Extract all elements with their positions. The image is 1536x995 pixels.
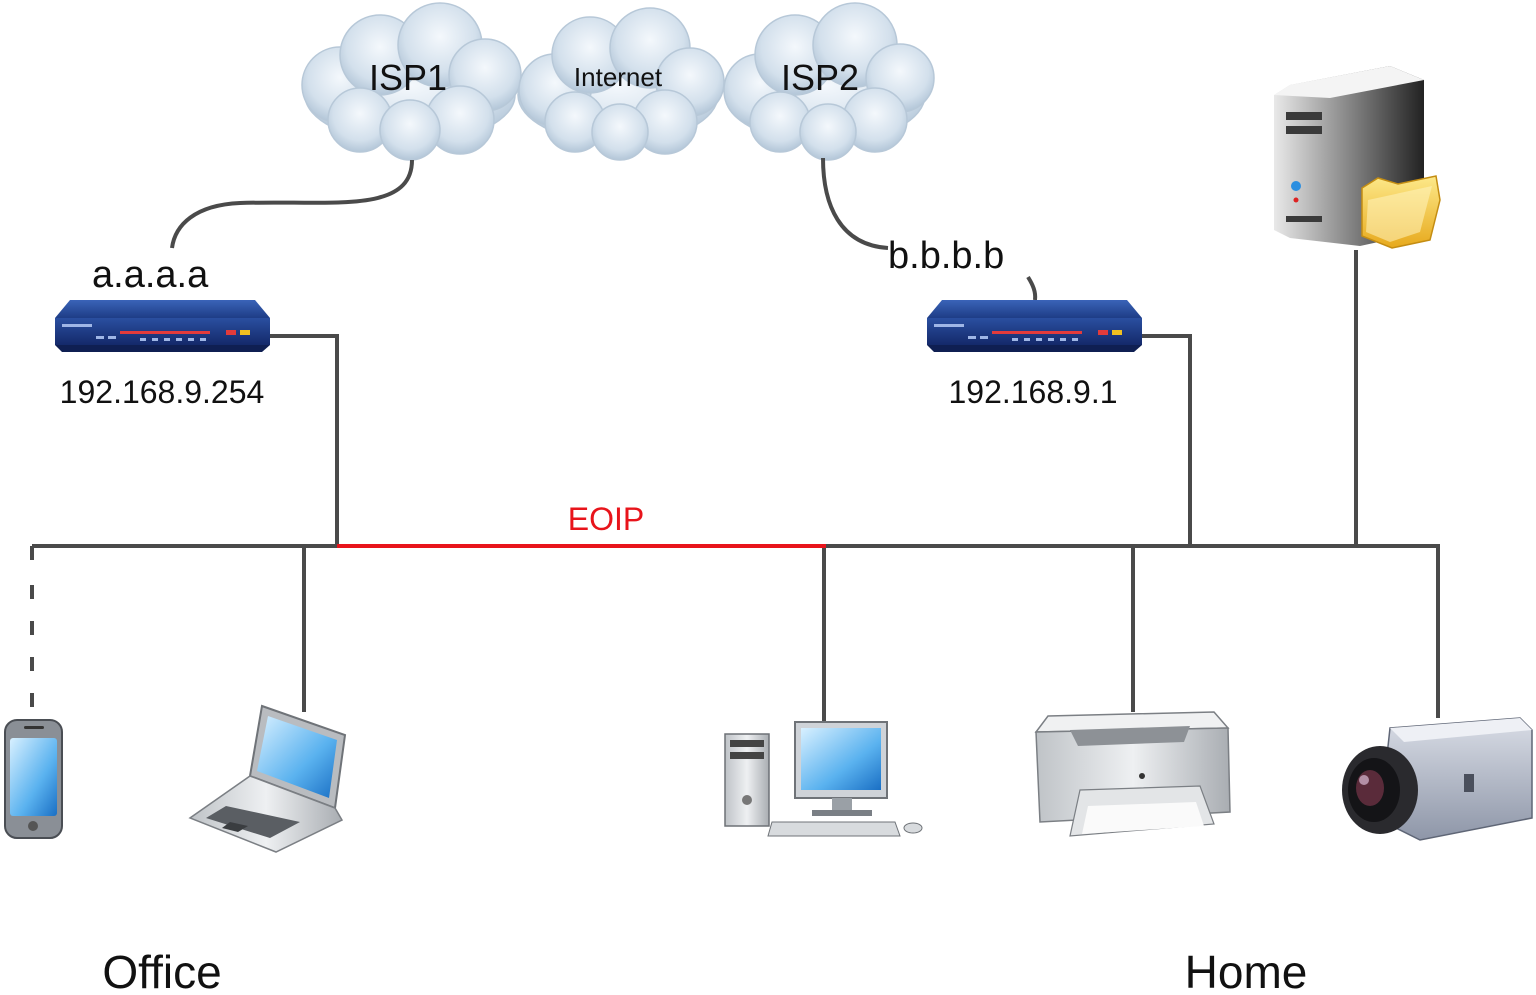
isp2-wan-link <box>821 157 889 250</box>
isp1-label: ISP1 <box>369 57 447 98</box>
office-lan-ip: 192.168.9.254 <box>60 374 265 410</box>
isp1-wan-link <box>170 159 414 249</box>
desktop-computer-icon <box>724 721 923 837</box>
home-lan-ip: 192.168.9.1 <box>948 374 1117 410</box>
home-router-icon <box>927 300 1142 352</box>
isp1-cloud: ISP1 <box>301 2 522 161</box>
smartphone-icon <box>4 719 63 839</box>
printer-icon <box>1034 711 1231 837</box>
isp2-label: ISP2 <box>781 57 859 98</box>
office-wan-ip: a.a.a.a <box>92 254 209 296</box>
laptop-icon <box>188 704 347 853</box>
internet-cloud: Internet <box>517 7 725 161</box>
office-router-icon <box>55 300 270 352</box>
home-router-wan-stub <box>1026 275 1038 301</box>
home-site-label: Home <box>1185 946 1308 995</box>
home-wan-ip: b.b.b.b <box>888 235 1004 277</box>
eoip-label: EOIP <box>568 501 644 537</box>
lan-wiring <box>30 250 1440 722</box>
office-site-label: Office <box>102 946 221 995</box>
ip-camera-icon <box>1342 717 1533 841</box>
file-server-icon <box>1274 66 1441 249</box>
isp2-cloud: ISP2 <box>723 2 935 161</box>
internet-label: Internet <box>574 62 663 92</box>
